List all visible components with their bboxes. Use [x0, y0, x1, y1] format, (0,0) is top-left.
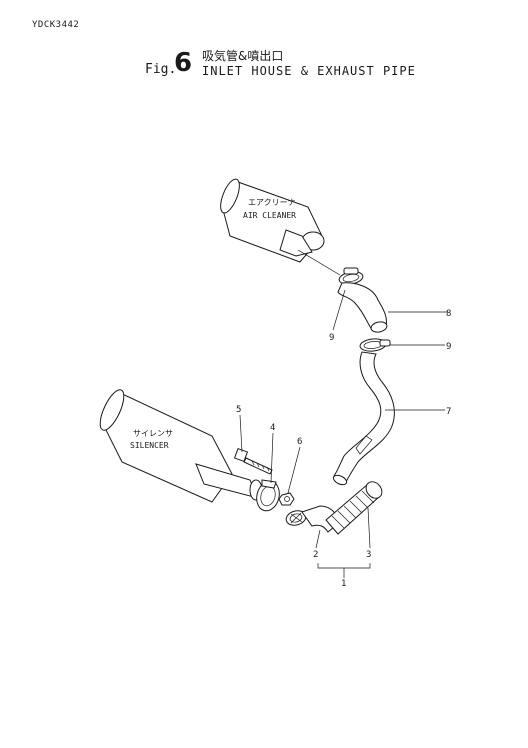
inlet-elbow-hose	[337, 282, 388, 333]
bracket-line-1	[317, 563, 371, 569]
document-code: YDCK3442	[32, 20, 80, 30]
title-english: INLET HOUSE & EXHAUST PIPE	[202, 64, 416, 78]
callout-5: 5	[236, 405, 241, 415]
mounting-bolt	[233, 447, 273, 475]
callout-9-right: 9	[446, 342, 451, 352]
leader-line-6	[287, 446, 301, 494]
callout-2: 2	[313, 550, 318, 560]
air-cleaner-drawing	[220, 178, 341, 276]
silencer-drawing	[99, 389, 263, 503]
callout-4: 4	[270, 423, 275, 433]
air-cleaner-outlet-neck	[279, 229, 313, 257]
leader-line-9-left	[332, 289, 346, 331]
title-japanese: 吸気管&噴出口	[202, 49, 284, 63]
lower-hose-clamp	[359, 338, 391, 352]
air-cleaner-end-cap	[220, 178, 240, 214]
leader-line-3	[367, 507, 371, 549]
exhaust-band-clamp	[256, 479, 280, 512]
callout-7: 7	[446, 407, 451, 417]
leader-line-4	[270, 432, 274, 484]
silencer-end-cap	[99, 389, 125, 431]
clamp-nut	[278, 492, 295, 506]
silencer-label-en: SILENCER	[130, 441, 169, 450]
callout-8: 8	[446, 309, 451, 319]
leader-line-5	[239, 414, 243, 453]
callout-1: 1	[341, 579, 346, 589]
silencer-label-jp: サイレンサ	[133, 429, 173, 438]
leader-line-2	[315, 529, 321, 549]
inlet-pipe	[332, 351, 395, 486]
upper-hose-clamp	[338, 267, 364, 285]
air-cleaner-label-jp: エアクリーナ	[248, 198, 296, 207]
callout-9-left: 9	[329, 333, 334, 343]
figure-prefix: Fig.	[145, 62, 177, 77]
air-cleaner-label-en: AIR CLEANER	[243, 211, 296, 220]
callout-3: 3	[366, 550, 371, 560]
flexible-exhaust-pipe	[325, 481, 383, 535]
air-cleaner-hose-line	[297, 249, 341, 276]
callout-6: 6	[297, 437, 302, 447]
figure-number: 6	[174, 48, 193, 78]
